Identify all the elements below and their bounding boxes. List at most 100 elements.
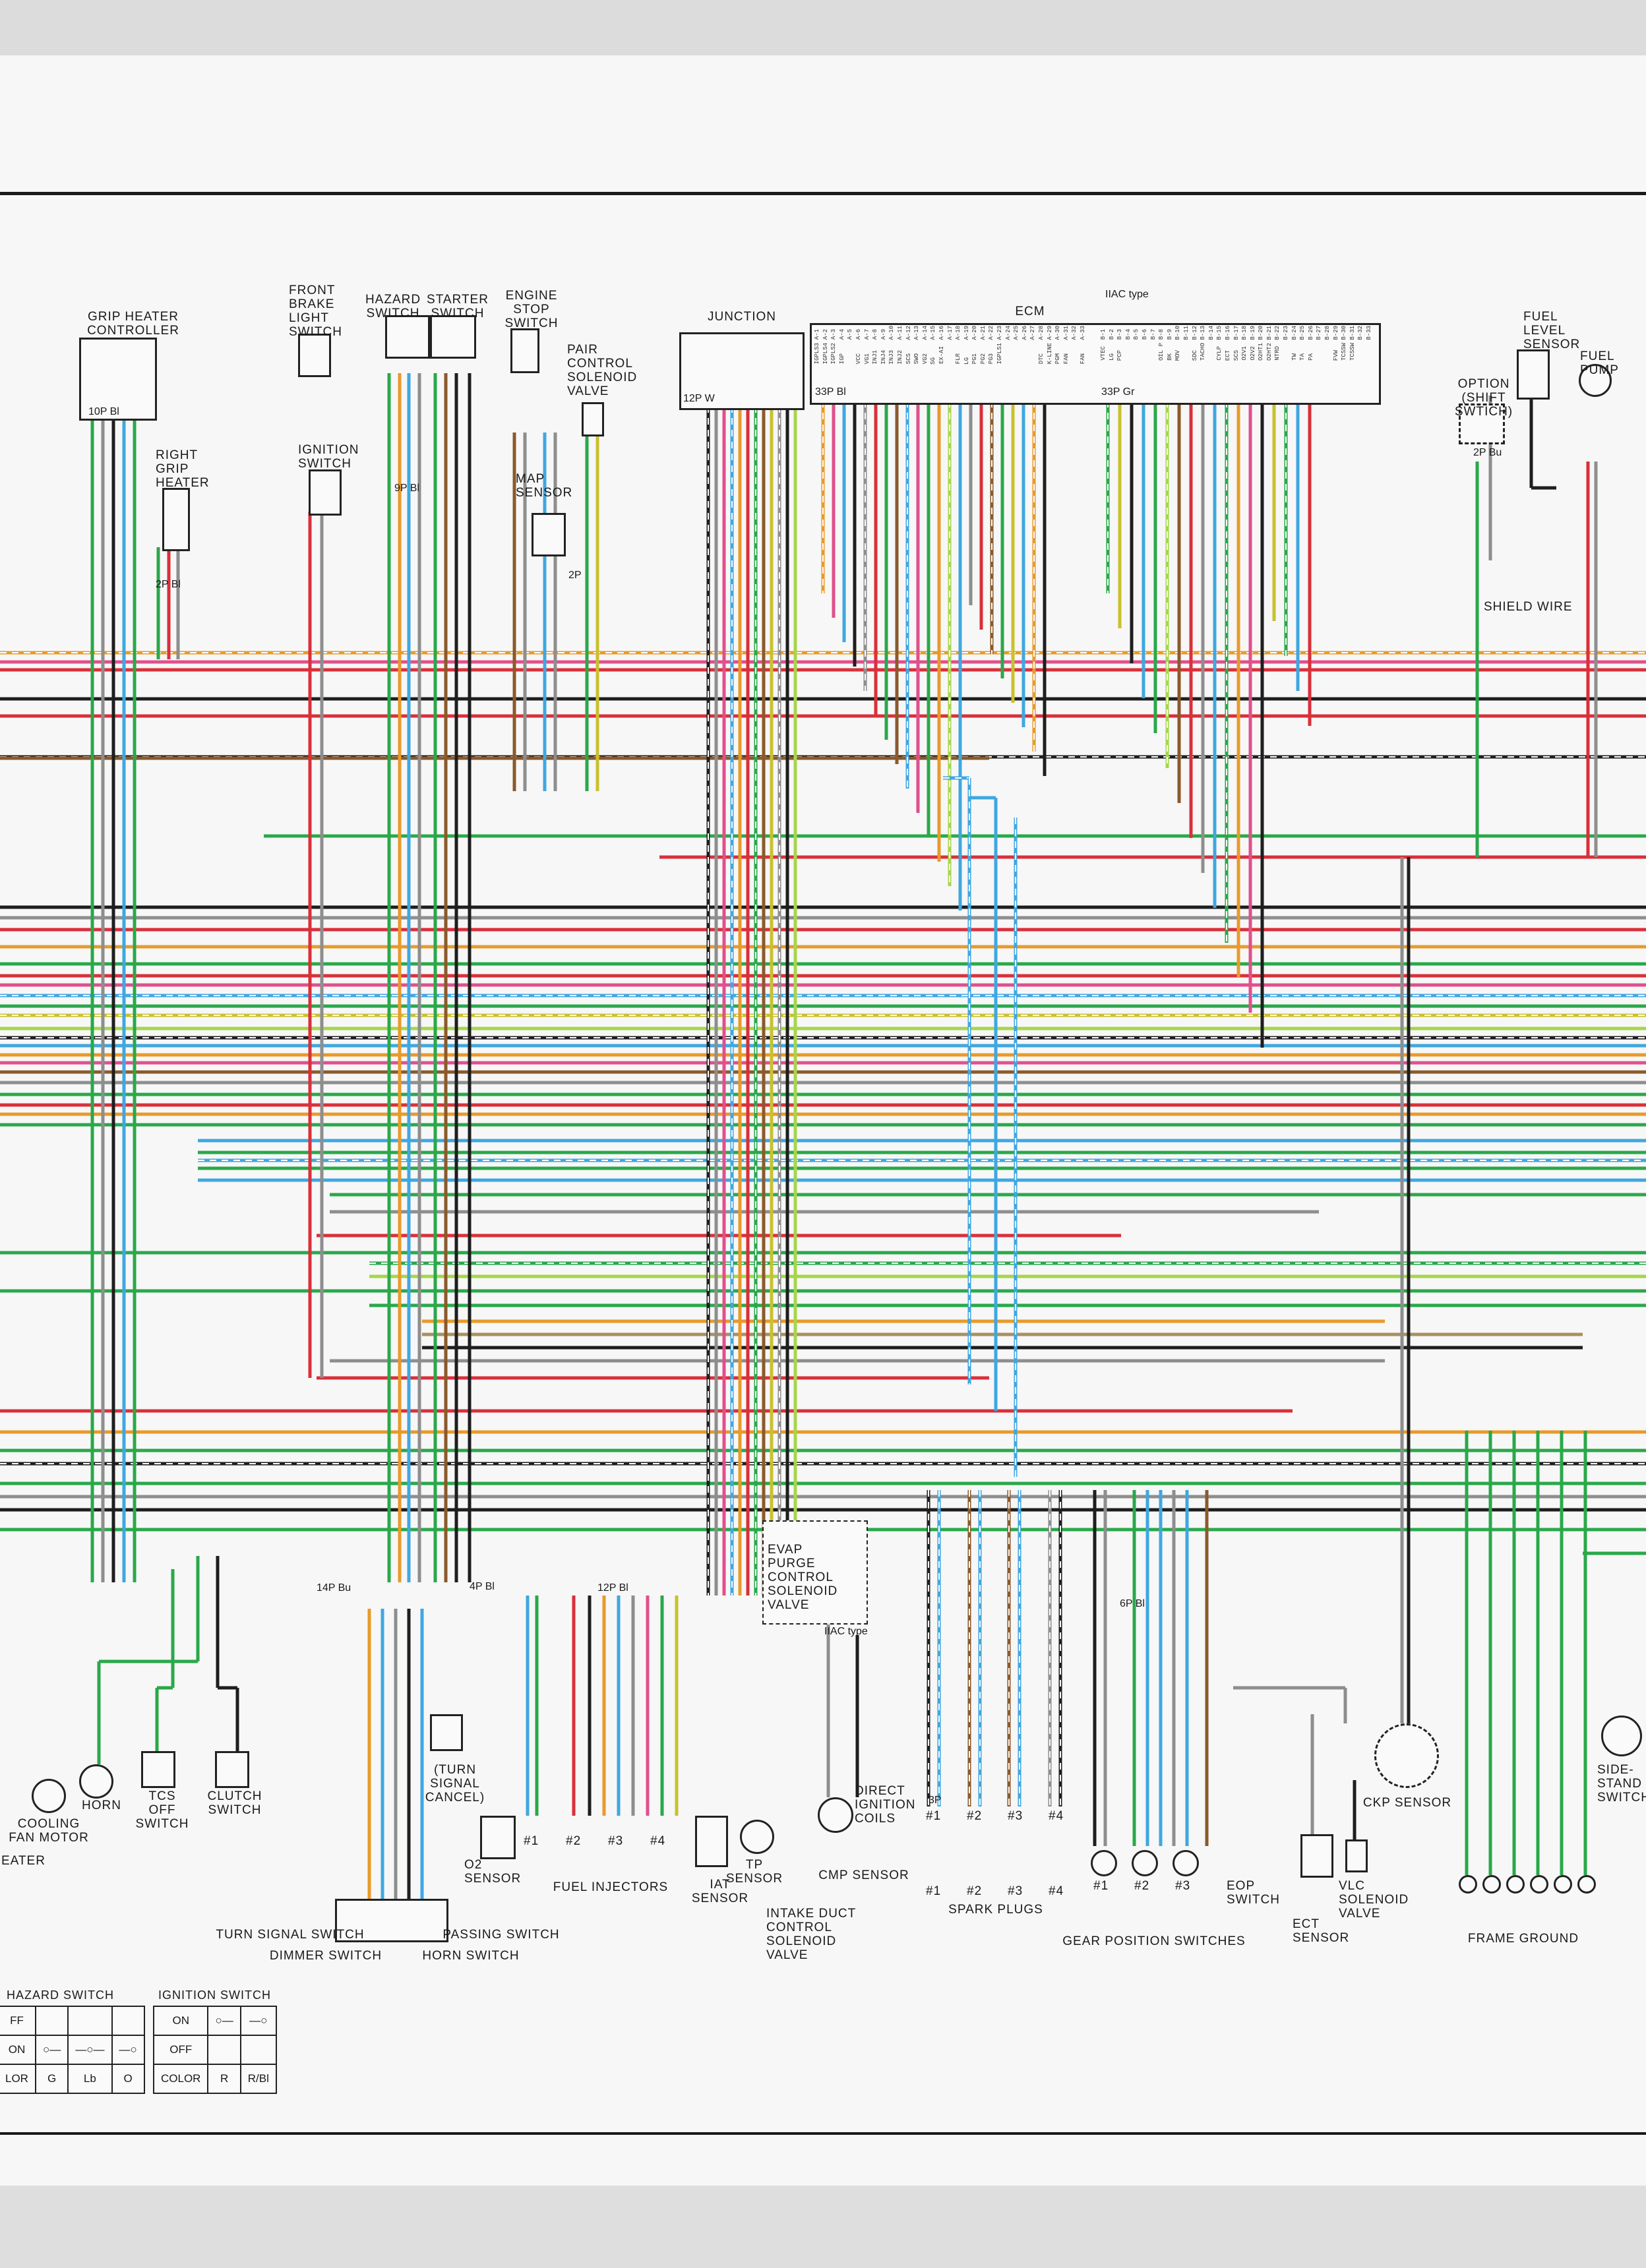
gear-position-switch-3-symbol bbox=[1173, 1850, 1199, 1876]
eater-partial-label: EATER bbox=[1, 1854, 46, 1868]
pins-a-24: A-25 bbox=[1013, 326, 1020, 340]
horn-switch-label: HORN SWITCH bbox=[422, 1949, 520, 1963]
funcs-a-6: VG1 bbox=[863, 353, 870, 365]
pins-a-30: A-31 bbox=[1062, 326, 1070, 340]
pins-b-30: B-31 bbox=[1349, 326, 1356, 340]
connector-6p-bl-label: 6P Bl bbox=[1120, 1598, 1145, 1609]
funcs-b-20: O2HT2 bbox=[1265, 343, 1273, 361]
engine-stop-switch-label: ENGINE STOP SWITCH bbox=[504, 289, 559, 330]
vlc-solenoid-valve-box bbox=[1345, 1839, 1368, 1872]
pair-control-solenoid-valve-box bbox=[582, 402, 604, 436]
iat-sensor-box bbox=[695, 1816, 728, 1867]
ignition-switch-label: IGNITION SWITCH bbox=[298, 443, 359, 471]
spark-plugs-label: SPARK PLUGS bbox=[948, 1903, 1043, 1917]
pins-a-20: A-21 bbox=[979, 326, 987, 340]
pins-b-10: B-11 bbox=[1182, 326, 1190, 340]
coil-1-label: #1 bbox=[926, 1809, 942, 1823]
pins-a-12: A-13 bbox=[913, 326, 921, 340]
fuel-pump-label: FUEL PUMP bbox=[1580, 349, 1619, 377]
pins-b-21: B-22 bbox=[1274, 326, 1281, 340]
frame-ground-ring-5 bbox=[1554, 1875, 1572, 1894]
funcs-a-12: SWO bbox=[913, 353, 921, 365]
hazard-switch-box bbox=[385, 315, 430, 359]
pins-b-1: B-2 bbox=[1108, 329, 1115, 340]
funcs-b-12: TACHO bbox=[1200, 343, 1207, 361]
injector-3-label: #3 bbox=[608, 1834, 624, 1848]
cooling-fan-motor-symbol bbox=[32, 1779, 66, 1813]
funcs-b-29: TCSSW bbox=[1341, 343, 1348, 361]
pins-a-32: A-33 bbox=[1080, 326, 1086, 340]
iiac-type-top-label: IIAC type bbox=[1105, 289, 1149, 300]
fuel-pump-symbol bbox=[1579, 364, 1612, 397]
pins-b-11: B-12 bbox=[1191, 326, 1198, 340]
gear-3-label: #3 bbox=[1175, 1879, 1191, 1893]
pins-b-25: B-26 bbox=[1307, 326, 1314, 340]
dimmer-switch-label: DIMMER SWITCH bbox=[269, 1949, 382, 1963]
pins-a-3: A-4 bbox=[838, 329, 845, 340]
map-sensor-label: MAP SENSOR bbox=[516, 472, 573, 500]
pins-a-1: A-2 bbox=[822, 329, 829, 340]
ignition-row-off: OFF bbox=[152, 2035, 209, 2065]
front-brake-light-switch-label: FRONT BRAKE LIGHT SWITCH bbox=[289, 284, 342, 339]
funcs-b-15: ECT bbox=[1224, 349, 1231, 361]
pins-a-25: A-26 bbox=[1021, 326, 1028, 340]
connector-4p-bl-label: 4P Bl bbox=[470, 1581, 495, 1592]
hazard-switch-label: HAZARD SWITCH bbox=[365, 293, 421, 320]
funcs-b-9: MOV bbox=[1174, 349, 1182, 361]
connector-2p-label: 2P bbox=[568, 570, 582, 581]
clutch-switch-box bbox=[215, 1751, 249, 1788]
tcs-off-switch-label: TCS OFF SWITCH bbox=[135, 1789, 189, 1831]
cmp-sensor-symbol bbox=[818, 1797, 853, 1833]
turn-signal-switch-label: TURN SIGNAL SWITCH bbox=[216, 1928, 365, 1942]
connector-3p-label: 3P bbox=[929, 1795, 942, 1806]
scan-margin-bottom bbox=[0, 2186, 1646, 2268]
junction-label: JUNCTION bbox=[707, 310, 777, 324]
engine-stop-switch-box bbox=[510, 328, 539, 373]
pins-a-9: A-10 bbox=[888, 326, 896, 340]
gear-position-switch-1-symbol bbox=[1091, 1850, 1117, 1876]
pins-a-29: A-30 bbox=[1054, 326, 1062, 340]
funcs-a-27: DTC bbox=[1038, 353, 1045, 365]
ignition-row-color: COLOR bbox=[152, 2064, 209, 2094]
pins-b-19: B-20 bbox=[1258, 326, 1265, 340]
frame-ground-ring-1 bbox=[1459, 1875, 1477, 1894]
side-stand-switch-label: SIDE- STAND SWITCH bbox=[1597, 1763, 1646, 1805]
funcs-a-8: INJ4 bbox=[880, 349, 887, 365]
pins-b-7: B-8 bbox=[1158, 329, 1165, 340]
connector-12p-bl-label: 12P Bl bbox=[597, 1582, 628, 1594]
grip-heater-controller-label: GRIP HEATER CONTROLLER bbox=[87, 310, 179, 338]
hazard-row-color: LOR bbox=[0, 2064, 36, 2094]
funcs-a-9: INJ3 bbox=[888, 349, 896, 365]
injector-1-label: #1 bbox=[524, 1834, 539, 1848]
funcs-b-23: TW bbox=[1291, 353, 1298, 361]
shield-wire-label: SHIELD WIRE bbox=[1484, 600, 1573, 614]
pins-b-26: B-27 bbox=[1316, 326, 1323, 340]
option-shift-switch-label: OPTION (Shift Swtich) bbox=[1454, 377, 1513, 419]
pins-a-31: A-32 bbox=[1071, 326, 1078, 340]
connector-14p-bu-label: 14P Bu bbox=[317, 1582, 351, 1594]
pins-b-3: B-4 bbox=[1124, 329, 1132, 340]
injector-4-label: #4 bbox=[650, 1834, 666, 1848]
coil-2-label: #2 bbox=[967, 1809, 983, 1823]
funcs-a-19: PG1 bbox=[971, 353, 979, 365]
funcs-b-0: VTEC bbox=[1100, 346, 1107, 361]
funcs-a-32: FAN bbox=[1080, 353, 1086, 365]
pins-b-17: B-18 bbox=[1241, 326, 1248, 340]
fuel-level-sensor-label: FUEL LEVEL SENSOR bbox=[1523, 310, 1581, 351]
funcs-b-19: O2HT1 bbox=[1258, 343, 1265, 361]
pins-b-28: B-29 bbox=[1332, 326, 1339, 340]
tp-sensor-label: TP SENSOR bbox=[725, 1858, 783, 1886]
coil-4-label: #4 bbox=[1049, 1809, 1064, 1823]
funcs-a-29: PGM bbox=[1054, 353, 1062, 365]
pins-b-20: B-21 bbox=[1265, 326, 1273, 340]
eop-switch-label: EOP SWITCH bbox=[1227, 1879, 1280, 1907]
pins-b-29: B-30 bbox=[1341, 326, 1348, 340]
direct-ignition-coils-label: DIRECT IGNITION COILS bbox=[855, 1784, 916, 1826]
pins-a-28: A-29 bbox=[1046, 326, 1053, 340]
right-grip-heater-box bbox=[162, 488, 190, 551]
cooling-fan-motor-label: COOLING FAN MOTOR bbox=[9, 1817, 89, 1845]
fuel-injectors-label: FUEL INJECTORS bbox=[553, 1880, 669, 1894]
funcs-b-16: SCS bbox=[1233, 349, 1240, 361]
